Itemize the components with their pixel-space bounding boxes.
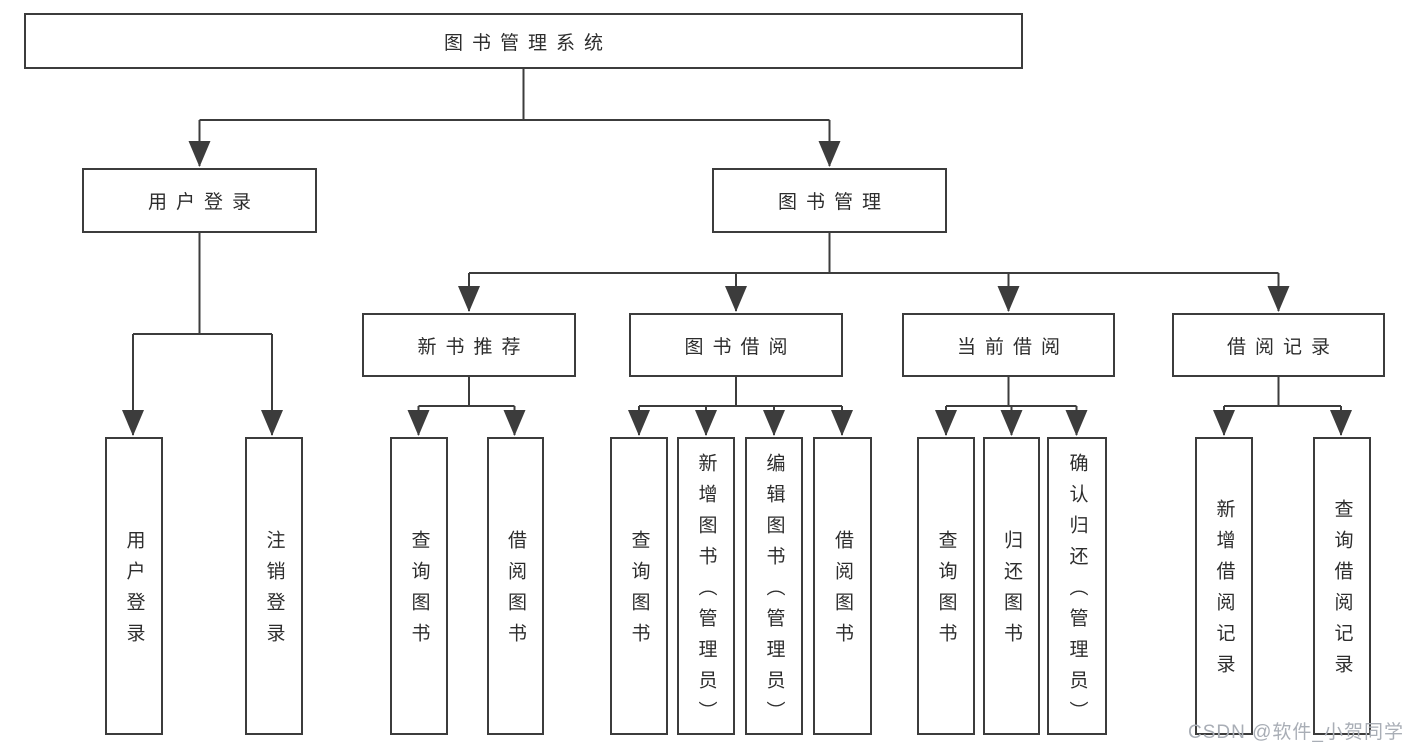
node-book-borrow: 图书借阅 — [629, 313, 843, 377]
leaf-nbr-borrow-books-label: 借阅图书 — [505, 530, 526, 654]
leaf-nbr-query-books-label: 查询图书 — [408, 530, 430, 654]
node-new-book-recommend-label: 新书推荐 — [417, 336, 530, 358]
node-root-label: 图书管理系统 — [443, 32, 612, 54]
leaf-logout-label: 注销登录 — [263, 530, 285, 654]
leaf-user-login: 用户登录 — [105, 437, 163, 735]
leaf-bb-edit-books-admin: 编辑图书（管理员） — [745, 437, 803, 735]
node-current-borrow-label: 当前借阅 — [956, 336, 1069, 358]
leaf-cb-return-books: 归还图书 — [983, 437, 1040, 735]
leaf-br-add-borrow-record: 新增借阅记录 — [1195, 437, 1253, 735]
leaf-bb-borrow-books-label: 借阅图书 — [832, 530, 853, 654]
leaf-nbr-query-books: 查询图书 — [390, 437, 448, 735]
leaf-bb-borrow-books: 借阅图书 — [813, 437, 872, 735]
leaf-cb-query-books-label: 查询图书 — [935, 530, 957, 654]
leaf-cb-return-books-label: 归还图书 — [1001, 530, 1022, 654]
leaf-cb-confirm-return-admin: 确认归还（管理员） — [1047, 437, 1107, 735]
leaf-br-query-borrow-record-label: 查询借阅记录 — [1331, 499, 1353, 685]
node-user-login-label: 用户登录 — [147, 192, 260, 213]
leaf-logout: 注销登录 — [245, 437, 303, 735]
node-new-book-recommend: 新书推荐 — [362, 313, 576, 377]
leaf-nbr-borrow-books: 借阅图书 — [487, 437, 544, 735]
node-book-borrow-label: 图书借阅 — [684, 336, 797, 358]
node-borrow-records-label: 借阅记录 — [1226, 336, 1339, 358]
leaf-bb-query-books-label: 查询图书 — [628, 530, 650, 654]
leaf-bb-add-books-admin-label: 新增图书（管理员） — [695, 452, 717, 732]
node-user-login: 用户登录 — [82, 168, 317, 233]
leaf-br-add-borrow-record-label: 新增借阅记录 — [1213, 499, 1235, 685]
leaf-user-login-label: 用户登录 — [123, 530, 145, 654]
leaf-cb-confirm-return-admin-label: 确认归还（管理员） — [1066, 452, 1088, 732]
node-borrow-records: 借阅记录 — [1172, 313, 1385, 377]
node-current-borrow: 当前借阅 — [902, 313, 1115, 377]
leaf-cb-query-books: 查询图书 — [917, 437, 975, 735]
leaf-bb-add-books-admin: 新增图书（管理员） — [677, 437, 735, 735]
node-book-management: 图书管理 — [712, 168, 947, 233]
csdn-watermark: CSDN @软件_小贺同学 — [1188, 722, 1404, 743]
node-root: 图书管理系统 — [24, 13, 1023, 69]
leaf-bb-query-books: 查询图书 — [610, 437, 668, 735]
node-book-management-label: 图书管理 — [777, 192, 890, 213]
leaf-br-query-borrow-record: 查询借阅记录 — [1313, 437, 1371, 735]
leaf-bb-edit-books-admin-label: 编辑图书（管理员） — [763, 452, 785, 732]
